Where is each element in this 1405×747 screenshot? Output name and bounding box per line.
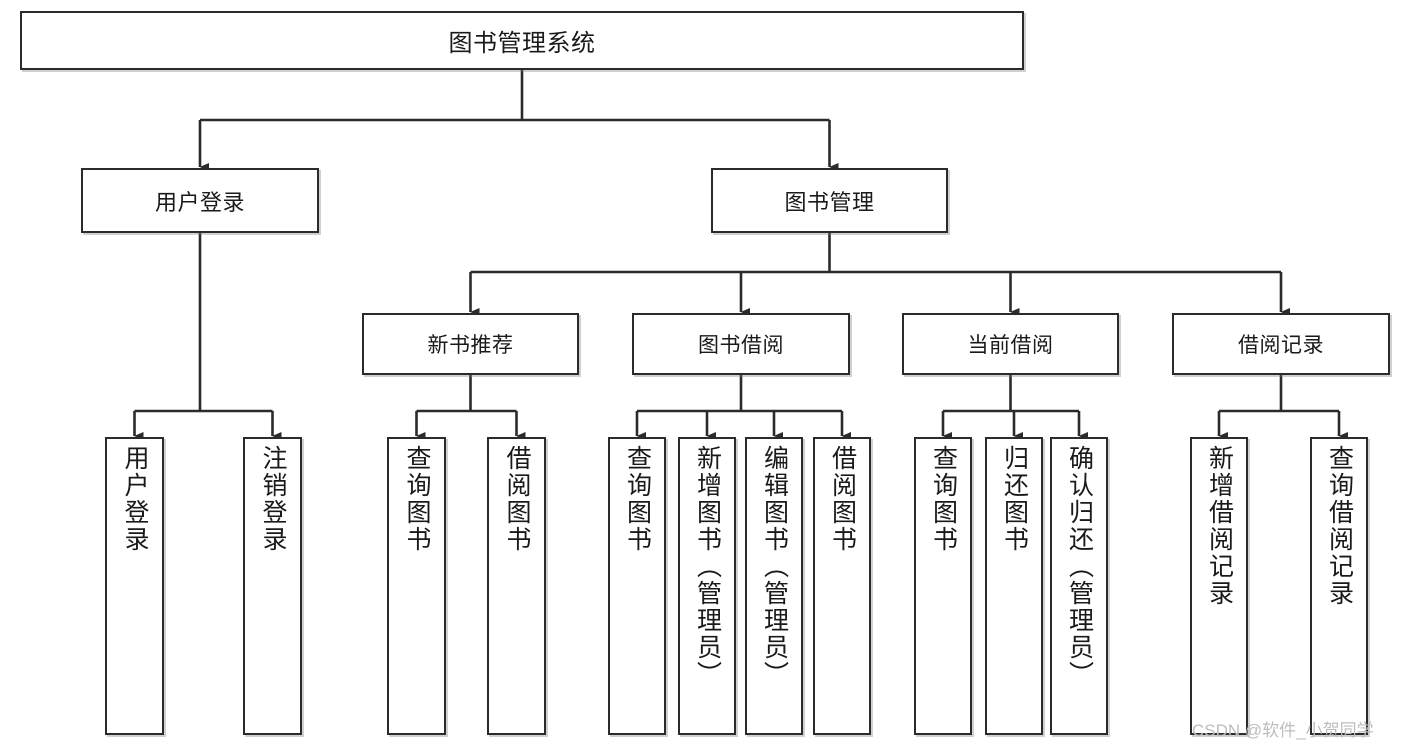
node-root[interactable]: 图书管理系统 [20, 11, 1024, 70]
node-root-label: 图书管理系统 [448, 30, 596, 57]
node-book-borrow[interactable]: 图书借阅 [632, 313, 850, 375]
node-leaf-add-book[interactable]: 新增图书（管理员） [678, 437, 736, 735]
node-leaf-confirm-return[interactable]: 确认归还（管理员） [1050, 437, 1108, 735]
node-leaf-query-book-1[interactable]: 查询图书 [387, 437, 446, 735]
node-borrow-record[interactable]: 借阅记录 [1172, 313, 1390, 375]
node-leaf-borrow-book-1[interactable]: 借阅图书 [487, 437, 546, 735]
node-book-borrow-label: 图书借阅 [698, 334, 784, 357]
node-leaf-query-record-label: 查询借阅记录 [1325, 445, 1354, 607]
node-leaf-return-book[interactable]: 归还图书 [985, 437, 1043, 735]
node-leaf-edit-book-label: 编辑图书（管理员） [760, 445, 789, 688]
node-current-borrow[interactable]: 当前借阅 [902, 313, 1119, 375]
node-book-manage-label: 图书管理 [784, 189, 875, 215]
node-leaf-query-book-3-label: 查询图书 [929, 445, 958, 553]
node-leaf-borrow-book-1-label: 借阅图书 [503, 445, 531, 553]
node-borrow-record-label: 借阅记录 [1238, 334, 1324, 357]
node-leaf-query-record[interactable]: 查询借阅记录 [1310, 437, 1368, 735]
node-book-manage[interactable]: 图书管理 [711, 168, 948, 233]
node-leaf-user-logout-label: 注销登录 [259, 445, 287, 553]
node-new-book-recommend[interactable]: 新书推荐 [362, 313, 579, 375]
node-user-login[interactable]: 用户登录 [81, 168, 319, 233]
node-leaf-user-login-label: 用户登录 [121, 445, 149, 553]
node-leaf-edit-book[interactable]: 编辑图书（管理员） [745, 437, 803, 735]
node-current-borrow-label: 当前借阅 [967, 334, 1054, 357]
node-leaf-add-book-label: 新增图书（管理员） [693, 445, 722, 688]
node-leaf-user-logout[interactable]: 注销登录 [243, 437, 302, 735]
node-leaf-return-book-label: 归还图书 [1000, 445, 1029, 553]
node-leaf-query-book-1-label: 查询图书 [403, 445, 431, 553]
node-leaf-borrow-book-2[interactable]: 借阅图书 [813, 437, 871, 735]
node-leaf-query-book-2[interactable]: 查询图书 [608, 437, 666, 735]
node-leaf-add-record-label: 新增借阅记录 [1205, 445, 1234, 607]
node-leaf-user-login[interactable]: 用户登录 [105, 437, 164, 735]
node-leaf-borrow-book-2-label: 借阅图书 [828, 445, 857, 553]
node-new-book-recommend-label: 新书推荐 [427, 334, 514, 357]
node-leaf-query-book-3[interactable]: 查询图书 [914, 437, 972, 735]
node-leaf-confirm-return-label: 确认归还（管理员） [1065, 445, 1094, 688]
node-leaf-query-book-2-label: 查询图书 [623, 445, 652, 553]
node-leaf-add-record[interactable]: 新增借阅记录 [1190, 437, 1248, 735]
node-user-login-label: 用户登录 [154, 189, 245, 215]
